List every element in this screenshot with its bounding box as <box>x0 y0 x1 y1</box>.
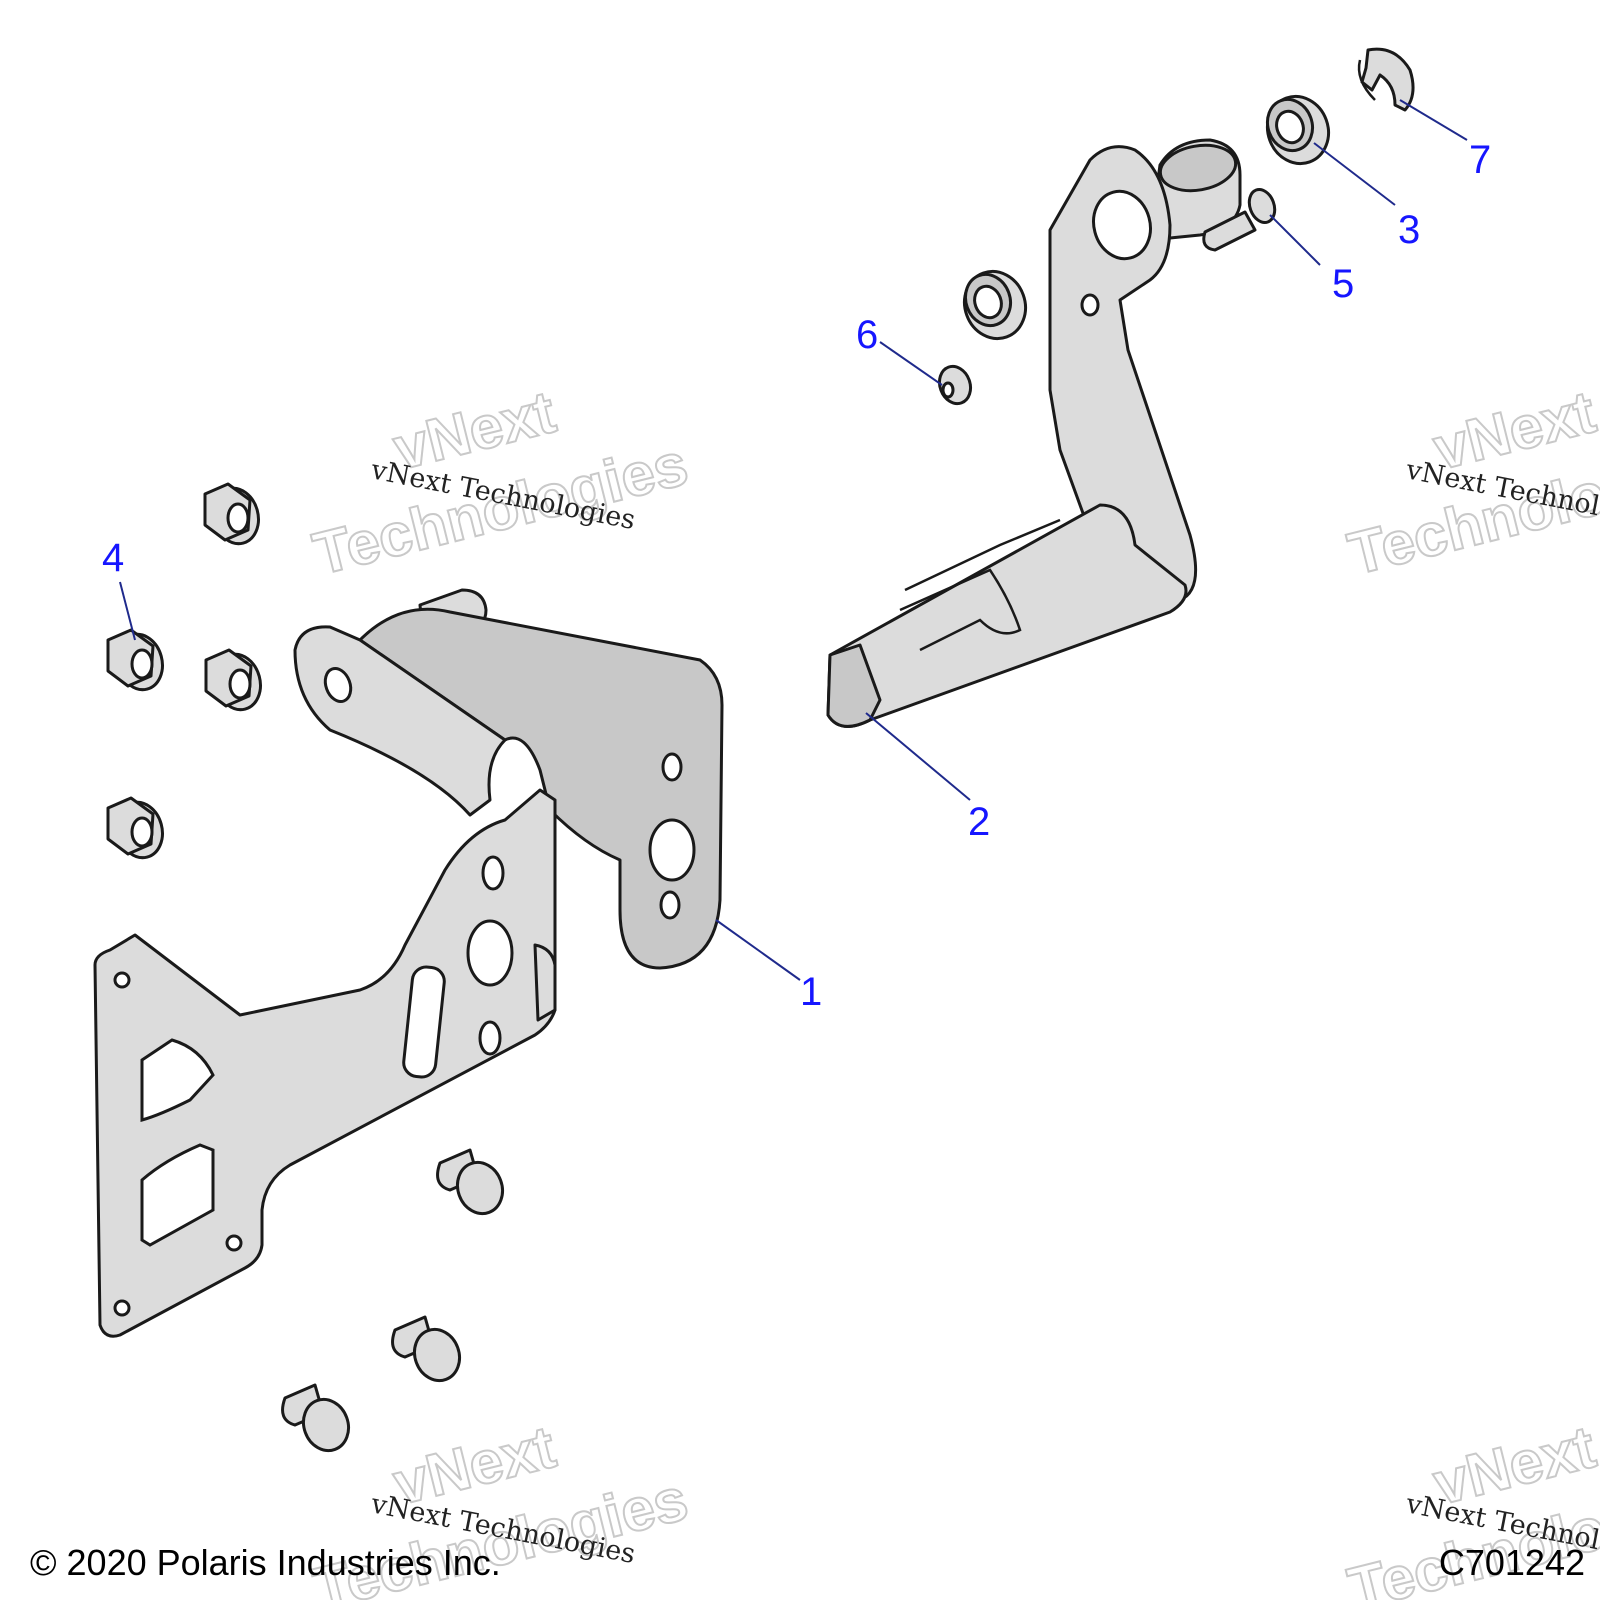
pedal-pad <box>826 503 1188 728</box>
nut-part-6 <box>937 364 973 406</box>
plate-cutout-lower <box>140 1143 215 1247</box>
plate-cutout-upper <box>140 1038 215 1122</box>
leader-5 <box>1269 214 1321 266</box>
bracket-flange-hole-top <box>661 752 683 782</box>
bracket-part-1 <box>93 588 724 1338</box>
plate-slot <box>402 965 446 1079</box>
leader-3 <box>1313 142 1396 206</box>
pedal-pivot-hole <box>1092 189 1152 261</box>
carriage-bolts <box>281 1148 505 1453</box>
leader-1 <box>715 919 801 981</box>
callout-4: 4 <box>102 536 124 580</box>
watermark-top-right: vNext Technologies vNext Technologies <box>1341 377 1600 589</box>
pedal-arm <box>1048 145 1198 622</box>
callout-5: 5 <box>1332 262 1354 306</box>
pedal-pad-ridge <box>899 568 1022 652</box>
flange-nut-3 <box>204 648 262 712</box>
pedal-tube-end <box>1158 143 1238 193</box>
leader-6 <box>879 341 943 386</box>
leader-7 <box>1399 99 1468 141</box>
bracket-flange-hole-bottom <box>659 890 681 920</box>
flange-nut-4 <box>106 796 164 860</box>
bracket-top-ear <box>293 625 507 817</box>
plate-side-hole <box>225 1234 243 1252</box>
plate-corner-hole-bottom <box>113 1299 131 1317</box>
bushing-secondary <box>963 269 1027 341</box>
carriage-bolt-1 <box>436 1148 505 1216</box>
plate-corner-hole-top <box>113 971 131 989</box>
pedal-arm-hole <box>1080 293 1100 317</box>
plate-lip-edge <box>539 788 557 1010</box>
bracket-flange-hole-large <box>648 818 696 882</box>
bracket-ear-hole <box>323 667 353 703</box>
bushing-part-3 <box>1265 94 1330 166</box>
flange-nut-1 <box>203 482 260 546</box>
plate-hole-1 <box>481 855 505 891</box>
plate-lip-tab <box>533 943 557 1022</box>
watermark-top-left: vNext Technologies vNext Technologies <box>306 377 695 589</box>
callout-1: 1 <box>800 970 822 1014</box>
flange-nut-2 <box>106 628 164 692</box>
diagram-code: C701242 <box>1439 1542 1585 1583</box>
pedal-pad-groove <box>904 518 1061 592</box>
e-clip-part-7 <box>1357 47 1415 112</box>
carriage-bolt-2 <box>391 1315 462 1383</box>
callout-6: 6 <box>856 313 878 357</box>
copyright-text: © 2020 Polaris Industries Inc. <box>30 1542 501 1583</box>
shoulder-bolt-part-5 <box>1202 188 1277 252</box>
plate-hole-large <box>466 919 514 987</box>
leader-4 <box>119 581 136 641</box>
carriage-bolt-3 <box>281 1383 351 1453</box>
leader-2 <box>865 712 971 801</box>
plate-hole-2 <box>478 1020 502 1056</box>
brake-pedal-part-2 <box>826 138 1242 728</box>
callout-3: 3 <box>1398 208 1420 252</box>
callout-7: 7 <box>1469 138 1491 182</box>
pedal-pad-edge <box>826 643 882 728</box>
callout-2: 2 <box>968 800 990 844</box>
flange-nuts-part-4 <box>106 482 262 860</box>
